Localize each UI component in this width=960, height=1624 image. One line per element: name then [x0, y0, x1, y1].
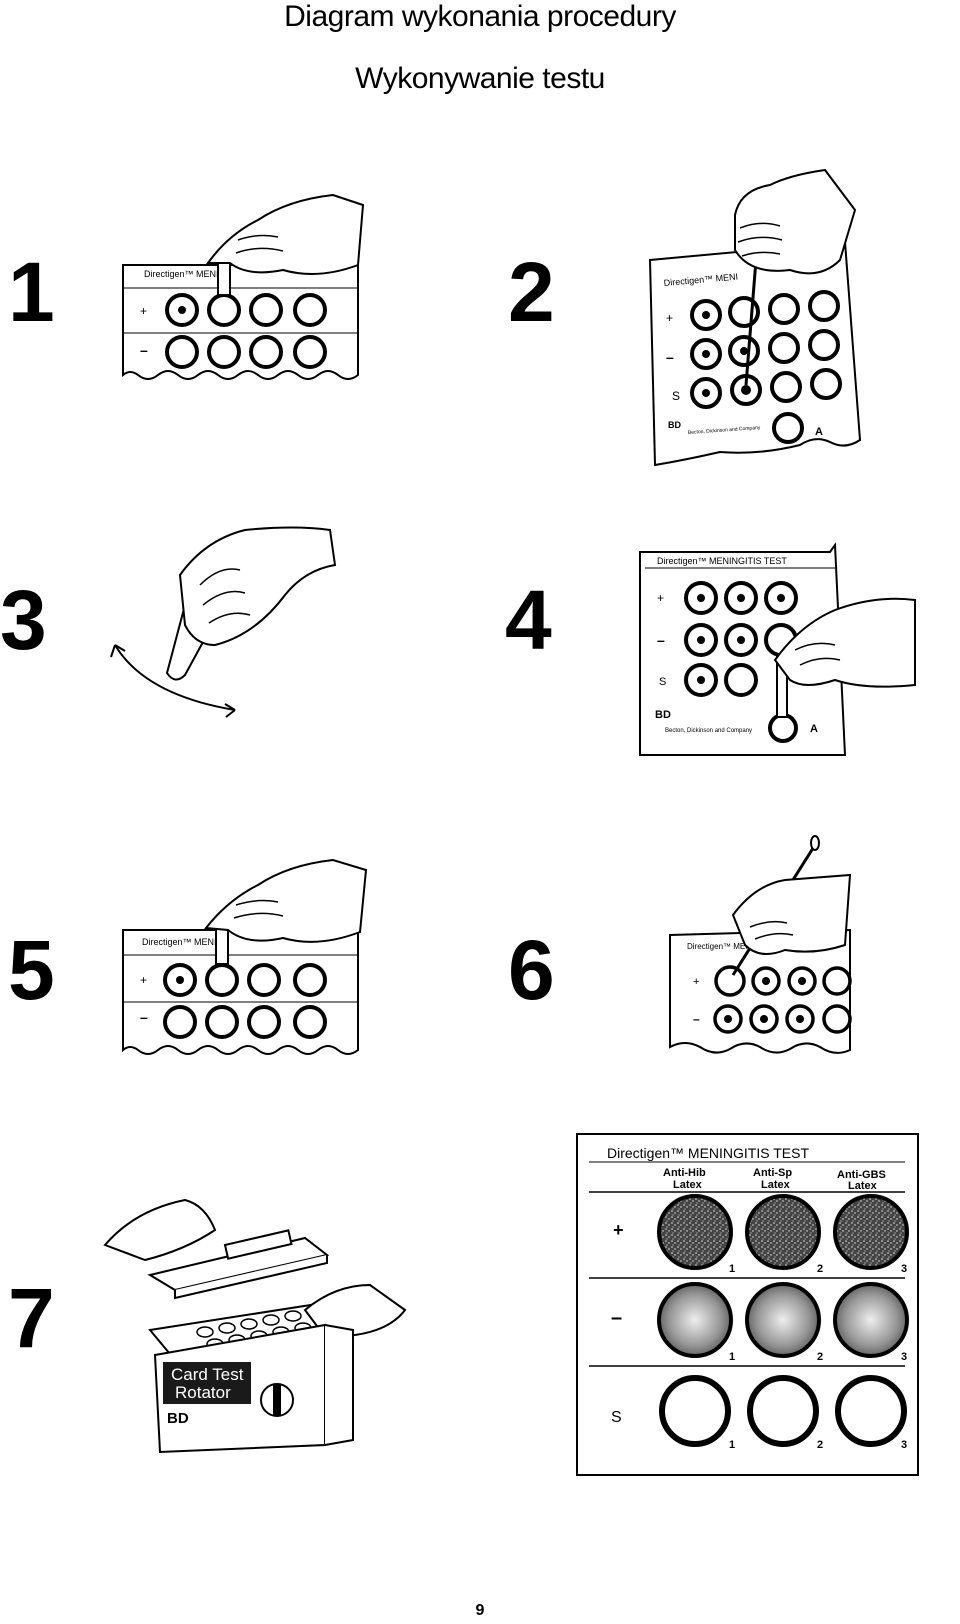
- card-brand: Directigen™ MENINGITIS TEST: [657, 556, 787, 566]
- row-label-plus: +: [140, 973, 147, 987]
- sample-well-label: A: [815, 426, 823, 438]
- card-brand: Directigen™ MENI: [144, 269, 219, 279]
- step-1-illustration: Directigen™ MENI + –: [122, 193, 365, 380]
- row-label-plus: +: [693, 976, 699, 988]
- row-label-s: S: [659, 676, 666, 688]
- rotator-label-line2: Rotator: [175, 1383, 231, 1402]
- column-header-latex-3: Latex: [848, 1180, 878, 1192]
- well-number: 1: [729, 1351, 735, 1363]
- bd-logo: BD: [655, 709, 671, 721]
- step-2-illustration: Directigen™ MENI + – S BD Becton, Dickin…: [648, 168, 862, 467]
- row-label-plus: +: [140, 304, 147, 318]
- column-header-latex-2: Latex: [761, 1179, 791, 1191]
- bd-logo: BD: [668, 420, 681, 430]
- company-name: Becton, Dickinson and Company: [688, 425, 761, 436]
- well-number: 1: [729, 1439, 735, 1451]
- well-number: 1: [729, 1263, 735, 1275]
- result-row-s: S: [611, 1409, 622, 1426]
- row-label-plus: +: [657, 591, 664, 605]
- row-label-s: S: [672, 389, 680, 403]
- step-number-6: 6: [508, 923, 555, 1017]
- page-number: 9: [475, 1602, 485, 1619]
- well-number: 3: [901, 1439, 907, 1451]
- step-5-illustration: Directigen™ MENI + –: [122, 858, 368, 1055]
- row-label-minus: –: [657, 632, 665, 648]
- sample-well-label: A: [810, 723, 818, 735]
- row-label-minus: –: [140, 342, 148, 358]
- step-number-2: 2: [508, 245, 555, 339]
- well-number: 2: [817, 1351, 823, 1363]
- step-number-4: 4: [505, 573, 552, 667]
- rotator-bd-logo: BD: [167, 1410, 189, 1427]
- page-subtitle: Wykonywanie testu: [355, 62, 605, 95]
- column-header-anti-gbs: Anti-GBS: [837, 1169, 886, 1181]
- step-6-illustration: Directigen™ MENI + –: [669, 835, 852, 1054]
- row-label-plus: +: [666, 311, 673, 325]
- step-7-rotator-illustration: Card Test Rotator BD: [103, 1198, 407, 1454]
- step-number-7: 7: [8, 1271, 55, 1365]
- result-row-minus: –: [611, 1307, 622, 1329]
- result-card-illustration: Directigen™ MENINGITIS TEST Anti-Hib Lat…: [576, 1133, 919, 1476]
- result-row-plus: +: [613, 1220, 624, 1240]
- card-brand: Directigen™ MENI: [142, 937, 217, 947]
- card-brand: Directigen™ MENI: [687, 942, 753, 951]
- row-label-minus: –: [140, 1009, 148, 1025]
- row-label-minus: –: [693, 1012, 700, 1026]
- step-number-1: 1: [8, 245, 55, 339]
- step-4-illustration: Directigen™ MENINGITIS TEST + – S BD Bec…: [639, 542, 916, 756]
- column-header-latex-1: Latex: [673, 1179, 703, 1191]
- column-header-anti-hib: Anti-Hib: [663, 1167, 706, 1179]
- well-number: 2: [817, 1263, 823, 1275]
- column-header-anti-sp: Anti-Sp: [753, 1167, 792, 1179]
- well-number: 3: [901, 1263, 907, 1275]
- step-number-5: 5: [8, 923, 55, 1017]
- company-name: Becton, Dickinson and Company: [665, 728, 752, 734]
- well-number: 3: [901, 1351, 907, 1363]
- step-3-illustration: [110, 526, 337, 718]
- rotator-label-line1: Card Test: [171, 1365, 244, 1384]
- well-number: 2: [817, 1439, 823, 1451]
- result-card-brand: Directigen™ MENINGITIS TEST: [607, 1145, 809, 1161]
- step-number-3: 3: [0, 573, 47, 667]
- page-title: Diagram wykonania procedury: [284, 0, 676, 33]
- row-label-minus: –: [666, 349, 674, 365]
